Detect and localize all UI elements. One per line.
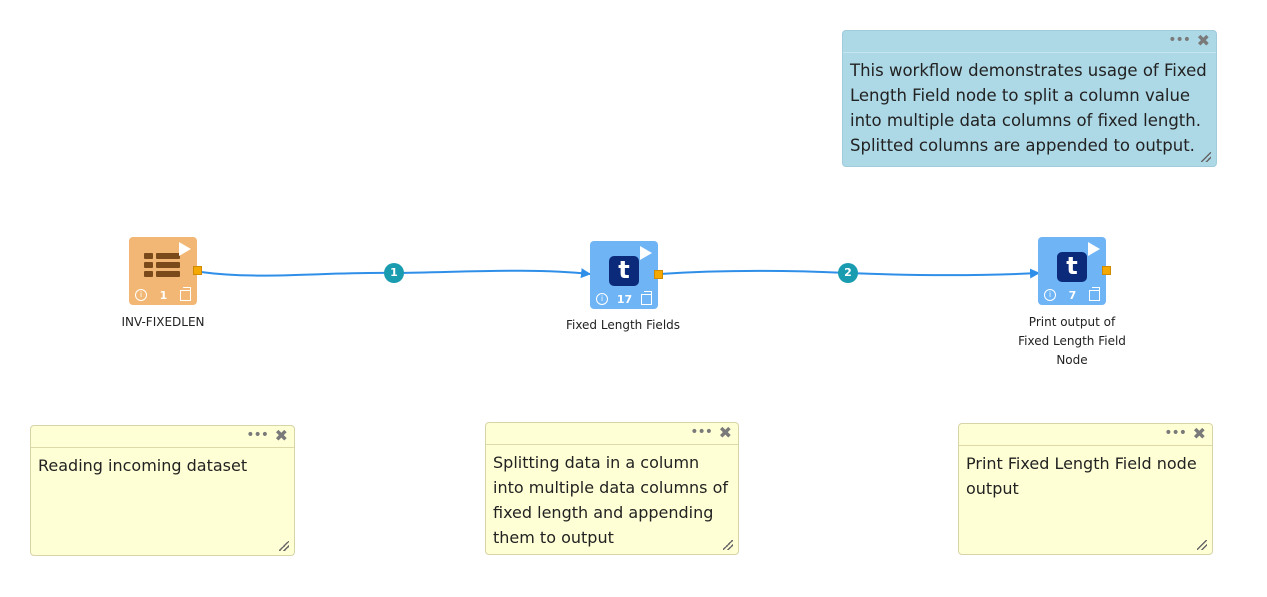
more-icon[interactable]: ••• — [690, 424, 713, 440]
note-text[interactable]: This workflow demonstrates usage of Fixe… — [850, 61, 1207, 155]
note-toolbar — [843, 31, 1216, 53]
run-icon[interactable] — [1088, 242, 1100, 256]
reader-note[interactable]: ••• ✖ Reading incoming dataset — [30, 425, 295, 556]
close-icon[interactable]: ✖ — [1196, 31, 1210, 50]
transform-icon: t — [609, 256, 639, 286]
node-footer: i 1 — [135, 286, 191, 302]
node-fixed-length-fields[interactable]: t i 17 — [590, 241, 663, 309]
node-footer: i 7 — [1044, 286, 1100, 302]
copy-icon[interactable] — [641, 290, 652, 305]
node-inv-fixedlen[interactable]: i 1 — [129, 237, 202, 305]
run-icon[interactable] — [640, 246, 652, 260]
node-count: 1 — [159, 288, 168, 302]
note-toolbar — [486, 423, 738, 445]
note-text[interactable]: Splitting data in a column into multiple… — [493, 453, 729, 547]
node-count: 17 — [616, 292, 633, 306]
copy-icon[interactable] — [1089, 286, 1100, 301]
more-icon[interactable]: ••• — [1164, 425, 1187, 441]
resize-handle-icon[interactable] — [723, 540, 733, 550]
more-icon[interactable]: ••• — [246, 427, 269, 443]
output-port[interactable] — [1102, 266, 1111, 275]
run-icon[interactable] — [179, 242, 191, 256]
transform-icon: t — [1057, 252, 1087, 282]
fixed-note[interactable]: ••• ✖ Splitting data in a column into mu… — [485, 422, 739, 555]
info-icon[interactable]: i — [596, 293, 608, 305]
close-icon[interactable]: ✖ — [274, 426, 288, 445]
print-note[interactable]: ••• ✖ Print Fixed Length Field node outp… — [958, 423, 1213, 555]
edge-2-badge[interactable]: 2 — [838, 263, 858, 283]
resize-handle-icon[interactable] — [1201, 152, 1211, 162]
more-icon[interactable]: ••• — [1168, 32, 1191, 48]
note-toolbar — [31, 426, 294, 448]
copy-icon[interactable] — [180, 286, 191, 301]
close-icon[interactable]: ✖ — [718, 423, 732, 442]
close-icon[interactable]: ✖ — [1192, 424, 1206, 443]
note-text[interactable]: Print Fixed Length Field node output — [966, 454, 1197, 498]
resize-handle-icon[interactable] — [279, 541, 289, 551]
node-print-output[interactable]: t i 7 — [1038, 237, 1111, 305]
node-count: 7 — [1068, 288, 1077, 302]
edge-1-badge[interactable]: 1 — [384, 263, 404, 283]
resize-handle-icon[interactable] — [1197, 540, 1207, 550]
description-note[interactable]: ••• ✖ This workflow demonstrates usage o… — [842, 30, 1217, 167]
note-text[interactable]: Reading incoming dataset — [38, 456, 248, 475]
output-port[interactable] — [654, 270, 663, 279]
table-icon — [144, 253, 180, 281]
node-label: Print output of Fixed Length Field Node — [1018, 315, 1126, 367]
info-icon[interactable]: i — [135, 289, 147, 301]
node-label: INV-FIXEDLEN — [121, 315, 205, 329]
info-icon[interactable]: i — [1044, 289, 1056, 301]
output-port[interactable] — [193, 266, 202, 275]
node-label: Fixed Length Fields — [565, 318, 681, 332]
note-toolbar — [959, 424, 1212, 446]
node-footer: i 17 — [596, 290, 652, 306]
